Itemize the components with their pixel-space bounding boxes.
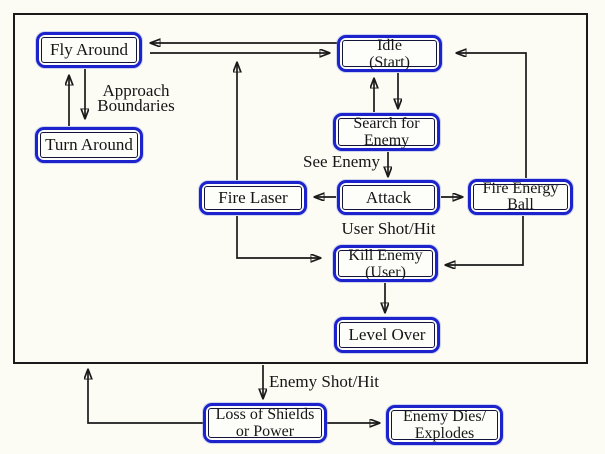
node-label-line: Idle — [377, 36, 402, 54]
edge-label-line: Boundaries — [97, 96, 175, 115]
state-node-idle: Idle (Start) — [337, 35, 442, 72]
node-label-line: Loss of Shields — [215, 406, 315, 423]
node-label-line: Kill Enemy — [348, 246, 423, 264]
state-node-fire-energy-ball: Fire Energy Ball — [468, 179, 573, 215]
edge-label-enemy-shot-hit: Enemy Shot/Hit — [269, 372, 380, 391]
node-label-line: Enemy — [363, 132, 410, 149]
state-node-fire-laser: Fire Laser — [199, 181, 307, 215]
state-node-loss-of-shields: Loss of Shields or Power — [203, 403, 327, 443]
node-label-line: (User) — [365, 263, 406, 281]
state-node-fly-around: Fly Around — [36, 32, 142, 68]
node-label-line: Ball — [507, 196, 534, 213]
node-label-line: Turn Around — [45, 135, 133, 154]
node-label-line: Explodes — [414, 425, 475, 442]
state-node-turn-around: Turn Around — [35, 127, 143, 163]
node-label-line: Enemy Dies/ — [402, 408, 487, 425]
state-node-level-over: Level Over — [334, 317, 440, 353]
state-machine-boundary-box — [13, 13, 588, 364]
state-node-attack: Attack — [337, 180, 440, 215]
node-label-line: (Start) — [369, 53, 410, 71]
node-label-line: Fire Energy — [482, 180, 559, 197]
node-label-line: Search for — [353, 115, 420, 132]
state-node-search-for-enemy: Search for Enemy — [333, 113, 440, 151]
node-label-line: Level Over — [348, 325, 426, 344]
state-node-kill-enemy-user: Kill Enemy (User) — [333, 245, 438, 282]
edge-label-see-enemy: See Enemy — [303, 152, 380, 171]
node-label-line: Fly Around — [50, 40, 128, 59]
edge-loss-shields-to-boundary — [88, 370, 203, 424]
state-node-enemy-dies-explodes: Enemy Dies/ Explodes — [386, 405, 503, 445]
node-label-line: or Power — [235, 423, 295, 440]
edge-label-approach-boundaries: Approach Boundaries — [90, 81, 182, 115]
node-label-line: Attack — [365, 187, 412, 207]
edge-label-line: Approach — [102, 81, 170, 100]
node-label-line: Fire Laser — [218, 188, 288, 207]
edge-label-user-shot-hit: User Shot/Hit — [341, 219, 436, 238]
